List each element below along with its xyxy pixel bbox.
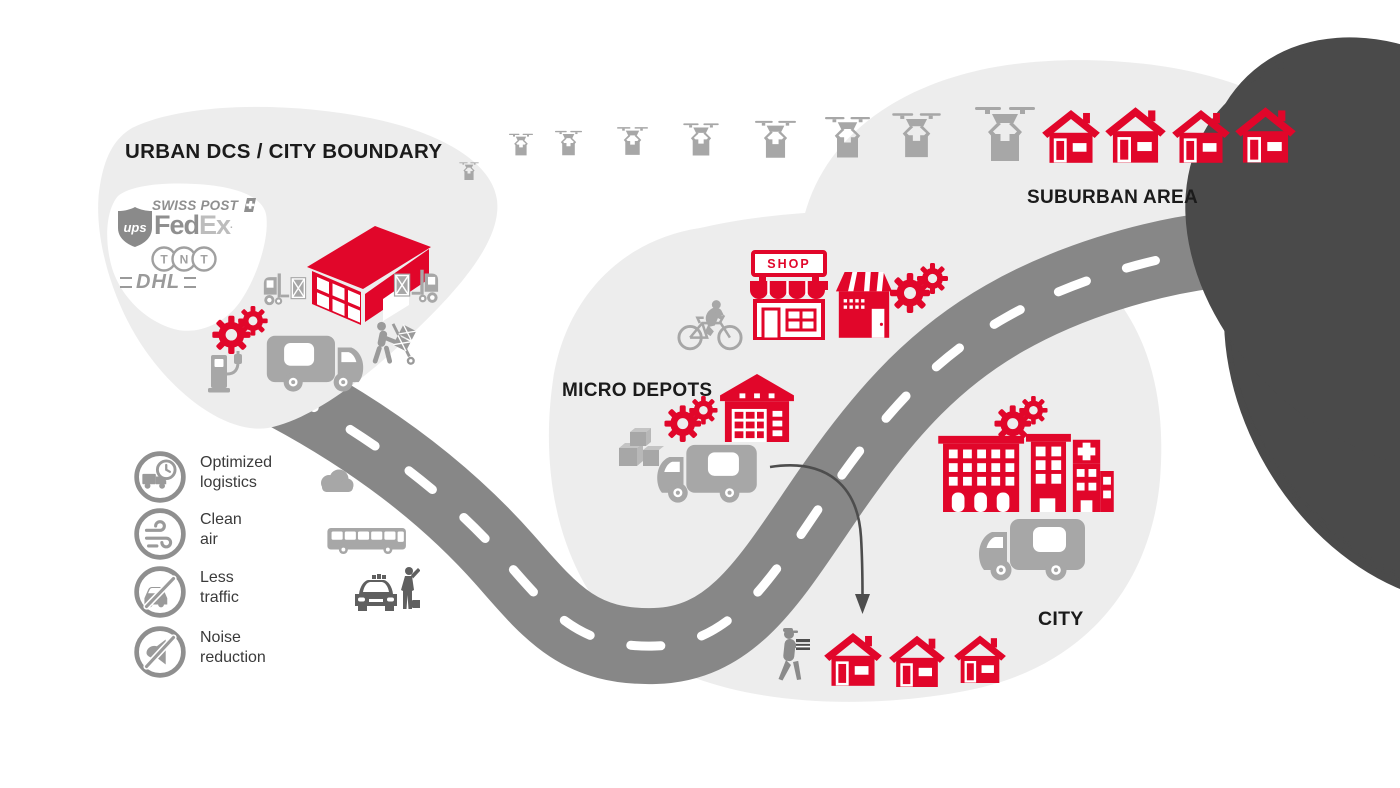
ups-logo: ups xyxy=(118,207,152,247)
forklift-icon xyxy=(392,268,440,306)
worker-handtruck-icon xyxy=(366,320,422,368)
ups-logo-text: ups xyxy=(123,220,146,235)
gears-icon xyxy=(212,306,268,354)
dhl-logo: DHL xyxy=(116,271,200,294)
tnt-logo-letter: N xyxy=(180,253,189,267)
city-label: CITY xyxy=(1038,608,1084,630)
walking-courier-icon xyxy=(770,626,814,690)
drone-icon xyxy=(755,118,796,162)
swiss-cross-icon xyxy=(244,198,257,212)
swiss-post-logo-text: SWISS POST xyxy=(152,197,239,213)
noise-reduction-icon xyxy=(133,625,187,679)
legend-item: Clean air xyxy=(133,507,242,561)
legend-item-label: Less traffic xyxy=(200,569,239,606)
dhl-logo-bar xyxy=(184,277,197,288)
taxi-passenger-icon xyxy=(352,564,420,614)
delivery-van-icon xyxy=(654,442,760,504)
delivery-route-arrowhead xyxy=(855,594,870,614)
delivery-van-icon xyxy=(976,516,1088,582)
city-buildings-hospital-icon xyxy=(936,430,1116,512)
less-traffic-icon xyxy=(133,565,187,619)
house-icon xyxy=(952,632,1008,683)
delivery-van-icon xyxy=(264,333,366,393)
swiss-post-logo: SWISS POST xyxy=(152,196,257,214)
legend-item-label: Clean air xyxy=(200,511,242,548)
tnt-logo-letter: T xyxy=(200,253,208,267)
fedex-logo: FedEx. xyxy=(154,210,233,241)
drone-icon xyxy=(459,161,479,182)
fedex-logo-registered-mark: . xyxy=(230,220,233,231)
drone-icon xyxy=(892,110,941,162)
dhl-logo-bar xyxy=(120,277,132,288)
drone-icon xyxy=(825,114,870,162)
ev-charging-station-icon xyxy=(208,350,246,396)
micro-depots-label: MICRO DEPOTS xyxy=(562,380,713,401)
drone-icon xyxy=(509,132,533,158)
shop-sign-label: SHOP xyxy=(767,257,811,271)
night-moon-cloud-icon xyxy=(296,468,354,502)
tnt-logo-letter: T xyxy=(160,253,168,267)
legend-item: Optimized logistics xyxy=(133,450,272,504)
urban-dcs-label: URBAN DCS / CITY BOUNDARY xyxy=(125,140,443,163)
suburban-area-label: SUBURBAN AREA xyxy=(1026,187,1199,208)
house-icon xyxy=(1233,103,1298,163)
forklift-icon xyxy=(262,272,308,308)
cargo-bike-courier-icon xyxy=(676,298,744,352)
kiosk-storefront-icon xyxy=(833,268,895,338)
bus-icon xyxy=(326,524,408,557)
tnt-logo: T N T xyxy=(151,246,217,272)
gears-icon xyxy=(664,396,718,442)
delivery-route-arrow xyxy=(769,464,864,597)
drone-icon xyxy=(555,129,582,158)
house-icon xyxy=(1170,106,1232,163)
house-icon xyxy=(822,629,884,686)
legend-item-label: Optimized logistics xyxy=(200,454,273,491)
house-icon xyxy=(1103,103,1168,163)
house-icon xyxy=(1040,106,1102,163)
gears-icon xyxy=(890,262,948,314)
legend-item-label: Noise reduction xyxy=(200,629,266,666)
optimized-logistics-icon xyxy=(133,450,187,504)
drone-icon xyxy=(683,121,719,159)
legend-item: Less traffic xyxy=(133,565,239,619)
micro-depot-warehouse-icon xyxy=(718,372,796,442)
drone-icon xyxy=(975,103,1035,167)
legend-item: Noise reduction xyxy=(133,625,266,679)
house-icon xyxy=(887,632,947,687)
dhl-logo-text: DHL xyxy=(136,271,181,293)
fedex-logo-text-ex: Ex xyxy=(199,210,231,240)
clean-air-icon xyxy=(133,507,187,561)
drone-icon xyxy=(617,125,648,158)
fedex-logo-text-fed: Fed xyxy=(154,210,200,240)
road-center-line xyxy=(283,245,1219,651)
